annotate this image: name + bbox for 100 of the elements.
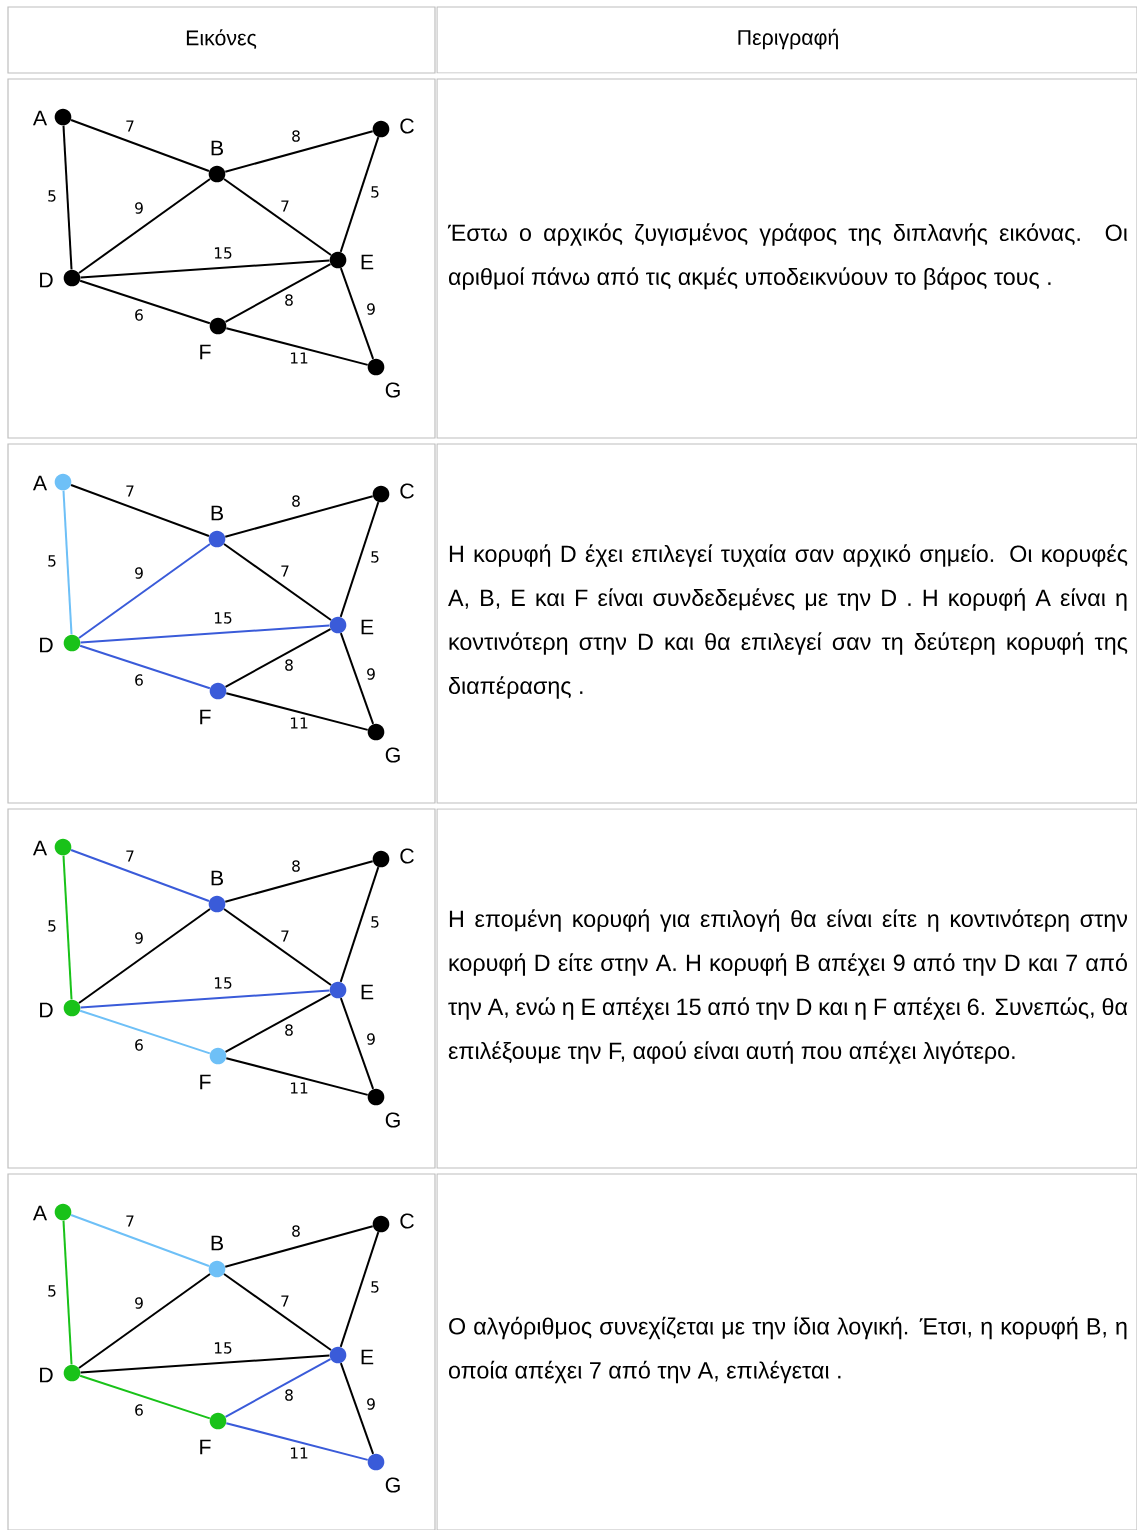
vertex-label: D	[40, 272, 53, 288]
graph-edge	[339, 501, 380, 618]
edge-label: 6	[133, 673, 145, 687]
vertex-label: F	[200, 709, 211, 725]
graph-edge	[78, 178, 211, 274]
edge-label: 5	[369, 185, 381, 199]
graph-edge	[224, 130, 374, 173]
graph-edge	[223, 543, 332, 621]
graph-edge	[224, 993, 332, 1053]
vertex-label: A	[32, 840, 48, 856]
graph-edge	[339, 267, 375, 360]
vertex-label: F	[200, 1074, 211, 1090]
edge-label: 5	[369, 1280, 381, 1294]
vertex-label: E	[361, 984, 374, 1000]
description-text: Η κορυφή D έχει επιλεγεί τυχαία σαν αρχικό σημείο. Οι κορυφές A, B, E και F είναι συνδεδεμένες με την D . Η κορυφή A είναι η κοντινότερη στην D και θα επιλεγεί σαν τη δεύτερη κορυφή της διαπέρασης .	[448, 544, 1128, 699]
vertex-label: E	[361, 1349, 374, 1365]
description-text: Ο αλγόριθμος συνεχίζεται με την ίδια λογική. Έτσι, η κορυφή B, η οποία απέχει 7 από την A, επιλέγεται .	[449, 1316, 1127, 1384]
edge-label: 6	[133, 1403, 145, 1417]
edge-label: 8	[283, 1388, 295, 1402]
edge-label: 9	[365, 1397, 377, 1411]
vertex-label: G	[385, 382, 400, 398]
graph-edge	[79, 624, 331, 644]
edge-label: 9	[133, 1296, 145, 1310]
graph-edge	[70, 484, 210, 537]
graph-edge	[225, 692, 369, 731]
column-header: Εικόνες	[186, 29, 257, 49]
edge-label: 9	[365, 302, 377, 316]
graph-edge	[62, 489, 73, 636]
graph-edge	[339, 1231, 380, 1348]
graph-edge	[70, 119, 210, 172]
edge-label: 8	[290, 129, 302, 143]
graph-edge	[79, 1354, 331, 1374]
vertex-label: F	[200, 1439, 211, 1455]
edge-label: 5	[369, 550, 381, 564]
vertex-label: E	[361, 254, 374, 270]
edge-label: 8	[283, 658, 295, 672]
edge-label: 5	[46, 554, 58, 568]
edge-label: 5	[46, 919, 58, 933]
vertex-label: G	[385, 747, 400, 763]
edge-label: 9	[365, 667, 377, 681]
vertex-label: D	[40, 1367, 53, 1383]
vertex-label: G	[385, 1112, 400, 1128]
vertex-label: A	[32, 1205, 48, 1221]
graph-edge	[339, 997, 375, 1090]
edge-label: 8	[290, 859, 302, 873]
graph-edge	[62, 854, 73, 1001]
description-text: Έστω ο αρχικός ζυγισμένος γράφος της διπλανής εικόνας. Οι αριθμοί πάνω από τις ακμές υποδεικνύουν το βάρος τους .	[447, 223, 1128, 290]
graph-edge	[223, 1273, 332, 1352]
vertex-label: C	[400, 483, 414, 499]
graph-edge	[78, 543, 211, 639]
edge-label: 7	[279, 199, 291, 213]
graph-edge	[79, 1009, 211, 1055]
vertex-label: B	[211, 140, 223, 156]
edge-label: 5	[369, 915, 381, 929]
edge-label: 7	[279, 1294, 291, 1308]
graph-edge	[78, 908, 211, 1004]
graph-edge	[339, 866, 380, 983]
vertex-label: B	[211, 870, 223, 886]
vertex-label: C	[400, 118, 414, 134]
graph-edge	[79, 1374, 211, 1420]
edge-label: 9	[365, 1032, 377, 1046]
vertex-label: C	[400, 848, 414, 864]
graph-edge	[62, 124, 73, 271]
graph-edge	[339, 1362, 375, 1455]
graph-edge	[70, 849, 210, 902]
edge-label: 7	[124, 119, 136, 133]
vertex-label: C	[400, 1213, 414, 1229]
edge-label: 9	[133, 201, 145, 215]
edge-label: 15	[212, 1341, 234, 1355]
edge-label: 11	[288, 716, 310, 730]
graph-edge	[62, 1219, 73, 1366]
vertex-label: F	[200, 344, 211, 360]
vertex-label: D	[40, 1002, 53, 1018]
graph-edge	[224, 263, 332, 323]
vertex-label: A	[32, 475, 48, 491]
graph-edge	[70, 1214, 210, 1267]
edge-label: 11	[288, 351, 310, 365]
graph-edge	[79, 989, 331, 1009]
graph-edge	[78, 1273, 211, 1369]
edge-label: 8	[290, 1224, 302, 1238]
graph-edge	[225, 1057, 369, 1096]
edge-label: 9	[133, 566, 145, 580]
edge-label: 7	[124, 1214, 136, 1228]
edge-label: 7	[279, 564, 291, 578]
edge-label: 8	[283, 1023, 295, 1037]
graph-edge	[79, 644, 211, 690]
graph-edge	[224, 860, 374, 903]
vertex-label: D	[40, 637, 53, 653]
edge-label: 5	[46, 189, 58, 203]
graph-edge	[224, 1358, 332, 1418]
graph-edge	[223, 178, 332, 256]
graph-edge	[339, 632, 375, 725]
edge-label: 8	[290, 494, 302, 508]
edge-label: 11	[288, 1446, 310, 1460]
edge-label: 15	[212, 246, 234, 260]
vertex-label: B	[211, 505, 223, 521]
graph-edge	[225, 1422, 369, 1461]
edge-label: 6	[133, 1038, 145, 1052]
edge-label: 7	[124, 849, 136, 863]
graph-edge	[225, 327, 369, 366]
